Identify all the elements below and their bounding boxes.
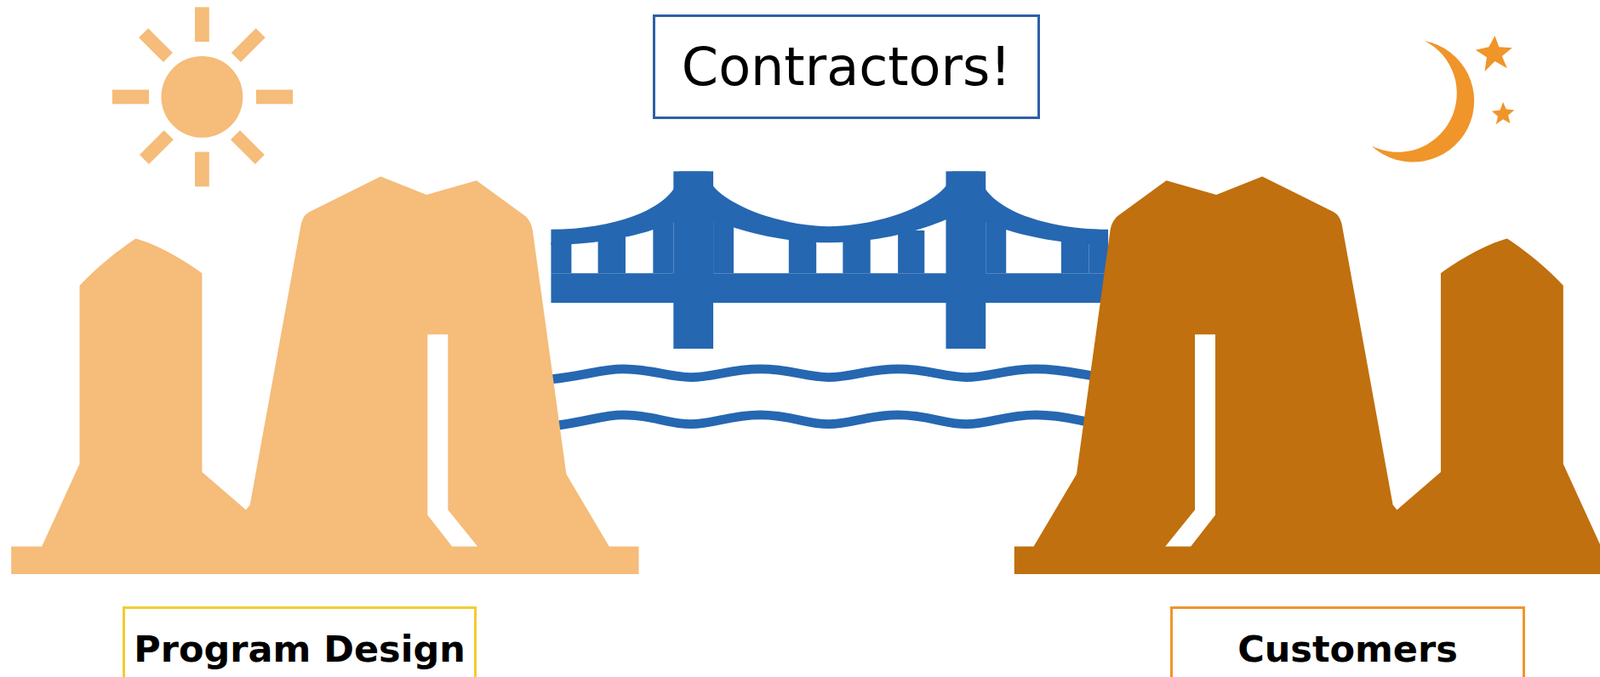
customers-box: Customers [1170, 606, 1526, 677]
moon-symbol [1371, 35, 1515, 163]
water-waves [550, 369, 1102, 427]
contractors-box: Contractors! [652, 14, 1040, 120]
program-design-box: Program Design [122, 606, 477, 677]
left-butte [11, 176, 639, 575]
right-butte [1014, 176, 1600, 575]
node-label: Customers [1237, 628, 1458, 671]
node-label: Program Design [133, 628, 466, 671]
bridge-symbol [550, 171, 1109, 349]
sun-symbol [112, 6, 293, 187]
node-label: Contractors! [681, 35, 1012, 98]
